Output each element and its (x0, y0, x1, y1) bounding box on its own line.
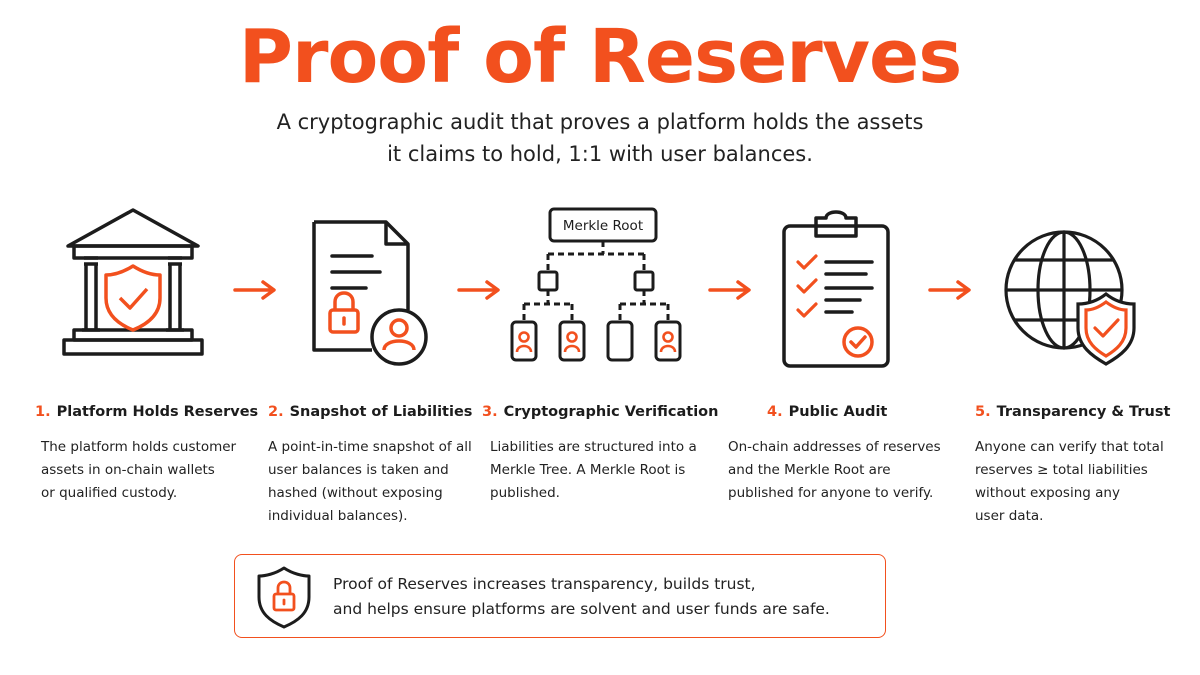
step-description-2: A point-in-time snapshot of all user bal… (268, 436, 472, 528)
document-lock-user-icon (310, 218, 440, 370)
merkle-root-label: Merkle Root (563, 218, 643, 234)
merkle-tree-icon: Merkle Root (510, 206, 700, 368)
step-title: Public Audit (788, 404, 888, 420)
step-title-4: 4. Public Audit (767, 401, 1007, 423)
step-description-4: On-chain addresses of reserves and the M… (728, 436, 941, 505)
step-description-5: Anyone can verify that total reserves ≥ … (975, 436, 1164, 528)
step-title: Platform Holds Reserves (56, 404, 259, 420)
flow-arrow (457, 279, 503, 301)
description-line: reserves ≥ total liabilities (975, 462, 1148, 478)
flow-arrow (233, 279, 279, 301)
description-line: On-chain addresses of reserves (728, 439, 941, 455)
description-line: published for anyone to verify. (728, 485, 934, 501)
subtitle-line: it claims to hold, 1:1 with user balance… (387, 142, 813, 166)
summary-callout: Proof of Reserves increases transparency… (234, 554, 886, 638)
step-description-1: The platform holds customer assets in on… (41, 436, 236, 505)
step-title: Snapshot of Liabilities (289, 404, 473, 420)
description-line: A point-in-time snapshot of all (268, 439, 472, 455)
description-line: assets in on-chain wallets (41, 462, 215, 478)
step-number: 5. (975, 404, 991, 420)
subtitle-line: A cryptographic audit that proves a plat… (276, 110, 924, 134)
callout-line: Proof of Reserves increases transparency… (333, 575, 756, 593)
description-line: The platform holds customer (41, 439, 237, 455)
step-number: 2. (268, 404, 284, 420)
description-line: Anyone can verify that total (975, 439, 1164, 455)
step-number: 4. (767, 404, 783, 420)
clipboard-checklist-icon (780, 208, 892, 370)
bank-shield-icon (60, 206, 206, 358)
description-line: Liabilities are structured into a (490, 439, 697, 455)
description-line: or qualified custody. (41, 485, 178, 501)
step-number: 1. (35, 404, 51, 420)
step-number: 3. (482, 404, 498, 420)
description-line: hashed (without exposing (268, 485, 443, 501)
description-line: published. (490, 485, 560, 501)
page-subtitle: A cryptographic audit that proves a plat… (0, 106, 1200, 170)
page-title: Proof of Reserves (238, 14, 963, 100)
globe-shield-icon (1002, 228, 1146, 368)
description-line: Merkle Tree. A Merkle Root is (490, 462, 686, 478)
callout-text: Proof of Reserves increases transparency… (333, 572, 830, 622)
step-title: Cryptographic Verification (503, 404, 719, 420)
description-line: and the Merkle Root are (728, 462, 891, 478)
description-line: user data. (975, 508, 1044, 524)
step-title-5: 5. Transparency & Trust (975, 401, 1200, 423)
flow-arrow (708, 279, 754, 301)
step-title-1: 1. Platform Holds Reserves (35, 401, 275, 423)
step-title: Transparency & Trust (996, 404, 1171, 420)
description-line: without exposing any (975, 485, 1120, 501)
step-title-2: 2. Snapshot of Liabilities (268, 401, 508, 423)
step-title-3: 3. Cryptographic Verification (482, 401, 722, 423)
step-description-3: Liabilities are structured into a Merkle… (490, 436, 697, 505)
shield-lock-icon (255, 565, 313, 633)
callout-line: and helps ensure platforms are solvent a… (333, 600, 830, 618)
flow-arrow (928, 279, 974, 301)
description-line: user balances is taken and (268, 462, 449, 478)
description-line: individual balances). (268, 508, 408, 524)
